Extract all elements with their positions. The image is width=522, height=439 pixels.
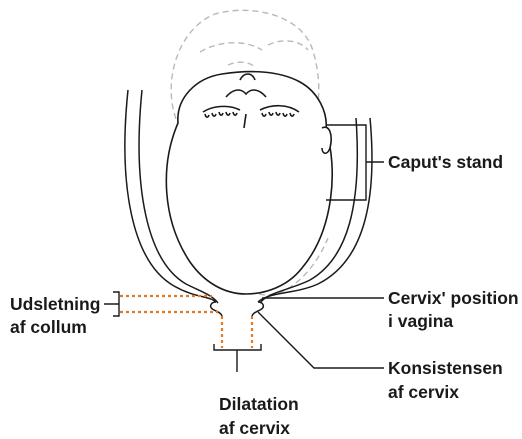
cervix-position-label-line1: Cervix' position bbox=[388, 288, 519, 308]
caput-stand-label: Caput's stand bbox=[388, 152, 503, 172]
measurement-marks bbox=[120, 296, 252, 348]
udsletning-label-line2: af collum bbox=[10, 317, 87, 337]
konsistens-label-line2: af cervix bbox=[388, 382, 459, 402]
dilatation-bracket bbox=[214, 344, 261, 372]
udsletning-label-line1: Udsletning bbox=[10, 294, 100, 314]
cervix-canal bbox=[211, 302, 264, 316]
cervix-position-label-line2: i vagina bbox=[388, 311, 453, 331]
fetal-head bbox=[166, 72, 332, 294]
dilatation-label-line1: Dilatation bbox=[219, 394, 299, 414]
konsistens-label-line1: Konsistensen bbox=[388, 358, 503, 378]
udsletning-bracket bbox=[104, 292, 119, 316]
dilatation-label-line2: af cervix bbox=[219, 418, 290, 438]
konsistens-leader bbox=[258, 312, 384, 368]
